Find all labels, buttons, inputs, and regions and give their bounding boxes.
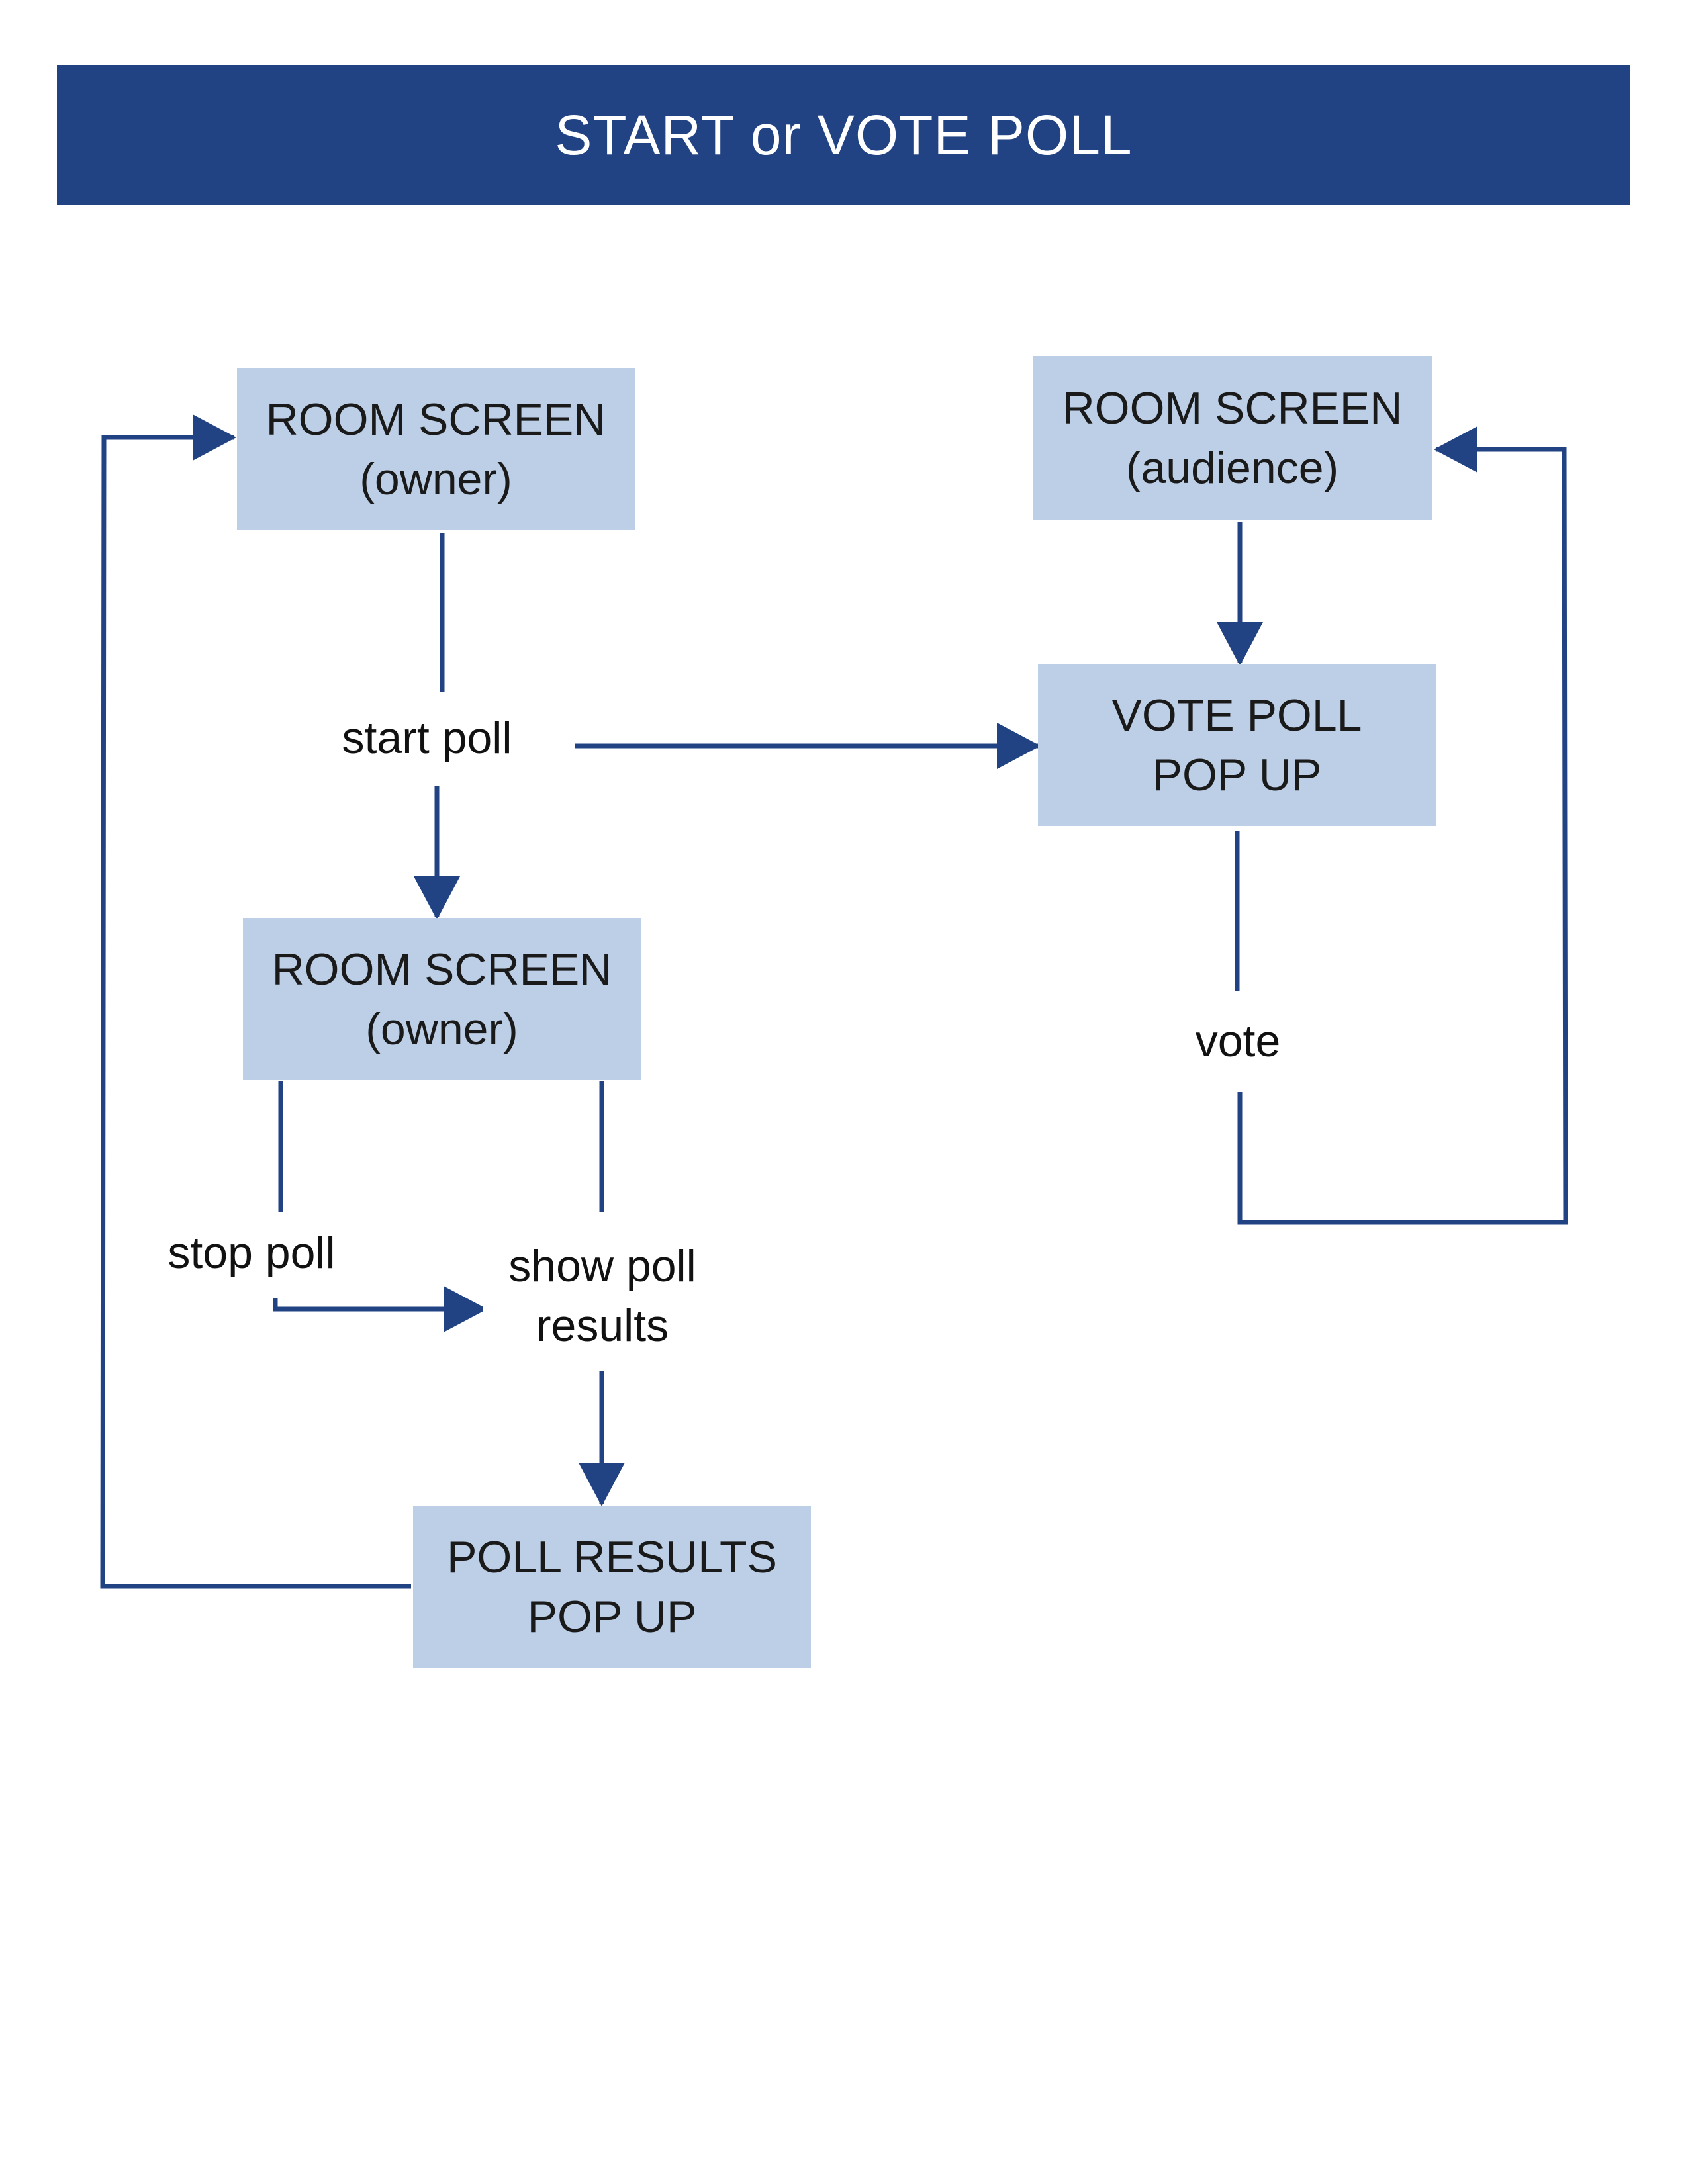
poll-results-popup-box: POLL RESULTS POP UP: [413, 1506, 811, 1668]
arrow-stop-poll-to-show-results: [273, 1286, 487, 1332]
room-screen-owner-title: ROOM SCREEN: [265, 394, 606, 445]
arrow-results-popup-to-room-owner: [100, 414, 411, 1589]
room-screen-owner-box: ROOM SCREEN (owner): [237, 368, 635, 530]
edge-label-vote: vote: [1172, 1011, 1304, 1071]
edge-label-show-poll-results-line1: show poll: [508, 1241, 696, 1291]
room-screen-audience-box: ROOM SCREEN (audience): [1033, 356, 1432, 520]
room-screen-owner-polling-title: ROOM SCREEN: [271, 944, 612, 995]
diagram-title-bar: START or VOTE POLL: [57, 65, 1630, 205]
arrow-vote-to-audience: [1237, 426, 1568, 1225]
edge-label-show-poll-results: show poll results: [483, 1236, 722, 1355]
vote-poll-popup-line2: POP UP: [1152, 749, 1322, 800]
room-screen-audience-role: (audience): [1125, 442, 1339, 493]
edge-label-show-poll-results-line2: results: [536, 1300, 669, 1351]
poll-results-popup-line2: POP UP: [527, 1591, 697, 1642]
room-screen-owner-role: (owner): [359, 453, 512, 504]
vote-poll-popup-box: VOTE POLL POP UP: [1038, 664, 1436, 826]
edge-label-stop-poll: stop poll: [149, 1223, 354, 1283]
poll-results-popup-line1: POLL RESULTS: [447, 1531, 777, 1582]
vote-poll-popup-line1: VOTE POLL: [1111, 690, 1362, 741]
diagram-title: START or VOTE POLL: [555, 103, 1133, 166]
edge-label-start-poll: start poll: [324, 708, 530, 768]
room-screen-audience-title: ROOM SCREEN: [1062, 383, 1403, 433]
room-screen-owner-polling-box: ROOM SCREEN (owner): [243, 918, 641, 1080]
room-screen-owner-polling-role: (owner): [365, 1003, 518, 1054]
